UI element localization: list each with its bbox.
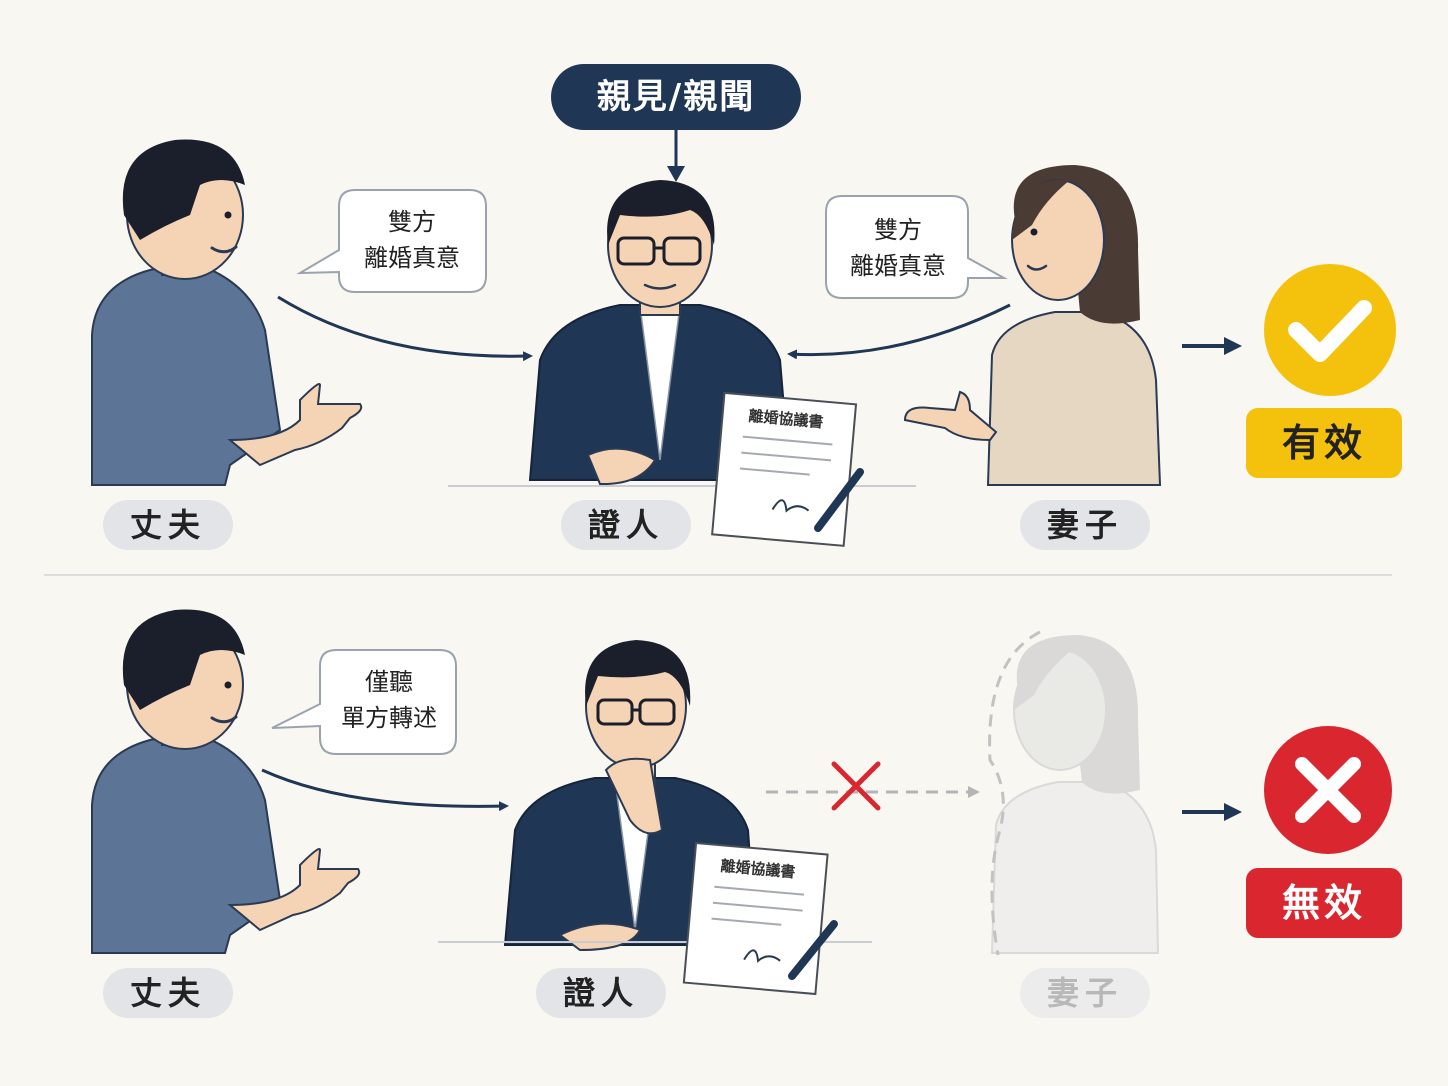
husband-figure-bottom <box>91 609 361 954</box>
wife-figure-bottom-absent <box>990 635 1160 954</box>
label-wife-bottom: 妻子 <box>1020 968 1150 1018</box>
check-icon <box>1264 264 1396 396</box>
label-witness-top: 證人 <box>561 500 691 550</box>
wife-bubble-top-text: 雙方 離婚真意 <box>830 212 966 284</box>
verdict-valid: 有效 <box>1246 408 1402 478</box>
wife-bubble-top <box>825 195 1008 299</box>
label-witness-bottom: 證人 <box>536 968 666 1018</box>
result-arrow-top <box>1182 337 1242 355</box>
wife-bubble-top-line-1: 雙方 <box>874 216 922 244</box>
wife-arrow-top <box>787 303 1011 360</box>
husband-bubble-top-line-1: 雙方 <box>388 208 436 236</box>
result-arrow-bottom <box>1182 803 1242 821</box>
label-husband-bottom: 丈夫 <box>103 968 233 1018</box>
husband-bubble-top <box>296 189 487 293</box>
top-label: 親見/親聞 <box>551 64 801 130</box>
red-cross-icon <box>831 761 881 811</box>
husband-bubble-top-line-2: 離婚真意 <box>364 244 460 272</box>
divorce-document-top <box>711 391 858 547</box>
husband-bubble-bottom <box>271 649 457 755</box>
wife-bubble-top-line-2: 離婚真意 <box>850 252 946 280</box>
husband-figure-top <box>91 139 363 486</box>
label-wife-top: 妻子 <box>1020 500 1150 550</box>
cross-icon <box>1264 726 1392 854</box>
divorce-document-bottom <box>682 841 829 996</box>
husband-bubble-bottom-text: 僅聽 單方轉述 <box>324 664 454 736</box>
husband-arrow-bottom <box>261 768 509 812</box>
husband-bubble-bottom-line-1: 僅聽 <box>365 668 413 696</box>
pen-icon <box>814 468 864 532</box>
husband-bubble-bottom-line-2: 單方轉述 <box>341 704 437 732</box>
husband-arrow-top <box>277 295 533 362</box>
label-husband-top: 丈夫 <box>103 500 233 550</box>
pen-icon-bottom <box>788 920 838 980</box>
verdict-invalid: 無效 <box>1246 868 1402 938</box>
husband-bubble-top-text: 雙方 離婚真意 <box>344 204 480 276</box>
top-label-arrow <box>667 130 685 182</box>
wife-figure-top <box>903 165 1162 486</box>
